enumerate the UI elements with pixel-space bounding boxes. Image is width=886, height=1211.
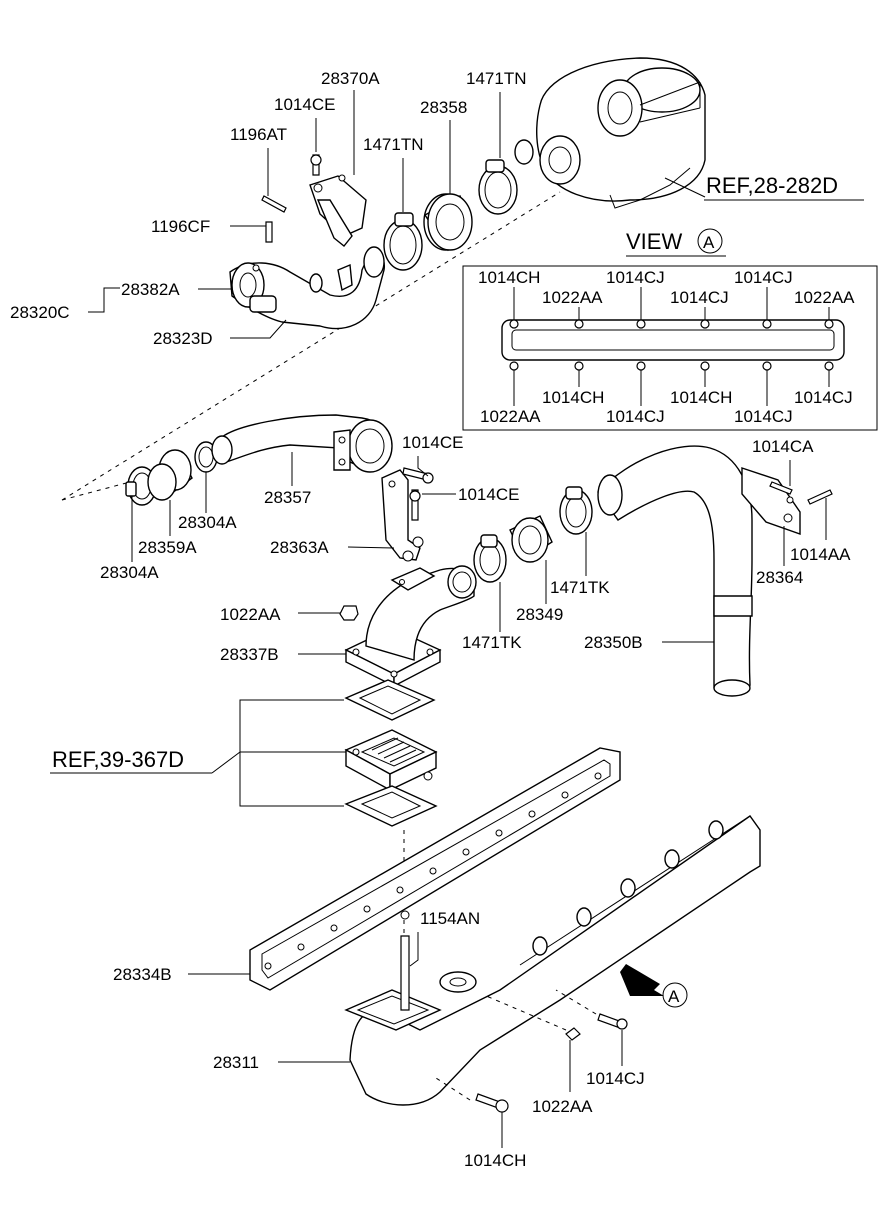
label-1471TN-b: 1471TN [363,135,423,154]
label-28337B: 28337B [220,645,279,664]
view-bolt-label: 1022AA [794,288,855,307]
view-bolt-label: 1014CH [542,388,604,407]
view-bolt-icon [574,319,584,329]
label-28323D: 28323D [153,329,213,348]
intercooler-pipe [473,445,833,697]
label-1022AA-a: 1022AA [220,605,281,624]
label-28350B: 28350B [584,633,643,652]
gasket-hole-icon [561,791,569,799]
label-28304A-b: 28304A [100,563,159,582]
manifold-port-icon [576,907,592,927]
label-28382A: 28382A [121,280,180,299]
arrow-marker-circle [662,982,688,1008]
label-28357: 28357 [264,488,311,507]
view-arrow-icon [620,964,664,996]
intake-elbow [339,565,477,688]
view-bolt-icon [636,361,646,371]
label-1014CA: 1014CA [752,437,814,456]
view-bolt-icon [824,361,834,371]
gasket-hole-icon [429,867,437,875]
view-bolt-icon [824,319,834,329]
label-28358: 28358 [420,98,467,117]
view-marker-circle [697,228,723,254]
cooler-stack [344,679,438,827]
label-1014CJ: 1014CJ [586,1069,645,1088]
view-title: VIEW [626,229,682,254]
label-28364: 28364 [756,568,803,587]
label-1014CE-top: 1014CE [274,95,335,114]
arrow-marker: A [668,987,680,1006]
label-28363A: 28363A [270,538,329,557]
gasket-hole-icon [528,810,536,818]
label-1014CE-b: 1014CE [402,433,463,452]
label-28320C: 28320C [10,303,70,322]
view-bolt-label: 1014CJ [670,288,729,307]
label-28359A: 28359A [138,538,197,557]
view-bolt-label: 1014CH [670,388,732,407]
gasket-hole-icon [594,772,602,780]
gasket-hole-icon [495,829,503,837]
label-28334B: 28334B [113,965,172,984]
label-1471TN-a: 1471TN [466,69,526,88]
label-1014AA: 1014AA [790,545,851,564]
manifold-gasket [249,747,621,991]
centerline-upper [61,191,561,501]
view-marker: A [703,233,715,252]
view-bolt-icon [509,361,519,371]
view-bolt-label: 1014CJ [606,407,665,426]
manifold-port-icon [620,878,636,898]
label-1471TK-b: 1471TK [462,633,522,652]
label-28370A: 28370A [321,69,380,88]
view-bolt-label: 1014CJ [606,268,665,287]
label-1196AT: 1196AT [230,125,287,144]
gasket-hole-icon [264,962,272,970]
gasket-hole-icon [462,848,470,856]
label-1196CF: 1196CF [151,217,210,236]
manifold-port-icon [664,849,680,869]
ref-cooler-label: REF,39-367D [52,747,184,772]
gasket-hole-icon [330,924,338,932]
ref-turbo-label: REF,28-282D [706,173,838,198]
view-bolt-icon [762,361,772,371]
label-1022AA-b: 1022AA [532,1097,593,1116]
view-frame [462,265,878,431]
label-28311: 28311 [213,1053,259,1072]
manifold-port-icon [532,936,548,956]
cooler-bracket-line [239,699,344,807]
mid-pipe-assembly [125,414,434,562]
gasket-hole-icon [297,943,305,951]
intake-manifold [344,815,761,1113]
label-1471TK-a: 1471TK [550,578,610,597]
view-bolt-icon [509,319,519,329]
view-bolt-label: 1014CJ [734,268,793,287]
label-28304A-a: 28304A [178,513,237,532]
air-inlet-pipe-assembly [229,154,518,330]
label-1014CE-c: 1014CE [458,485,519,504]
turbocharger [514,57,706,209]
view-bolt-label: 1014CJ [734,407,793,426]
view-bolt-icon [700,361,710,371]
manifold-port-icon [708,820,724,840]
label-1154AN: 1154AN [420,909,480,928]
view-bolt-label: 1014CJ [794,388,853,407]
view-bolt-label: 1022AA [542,288,603,307]
gasket-hole-icon [396,886,404,894]
view-bolt-label: 1014CH [478,268,540,287]
view-bolt-icon [574,361,584,371]
view-bolt-icon [636,319,646,329]
label-1014CH: 1014CH [464,1151,526,1170]
label-28349: 28349 [516,605,563,624]
view-bolt-label: 1022AA [480,407,541,426]
view-bolt-icon [762,319,772,329]
gasket-hole-icon [363,905,371,913]
view-bolt-icon [700,319,710,329]
